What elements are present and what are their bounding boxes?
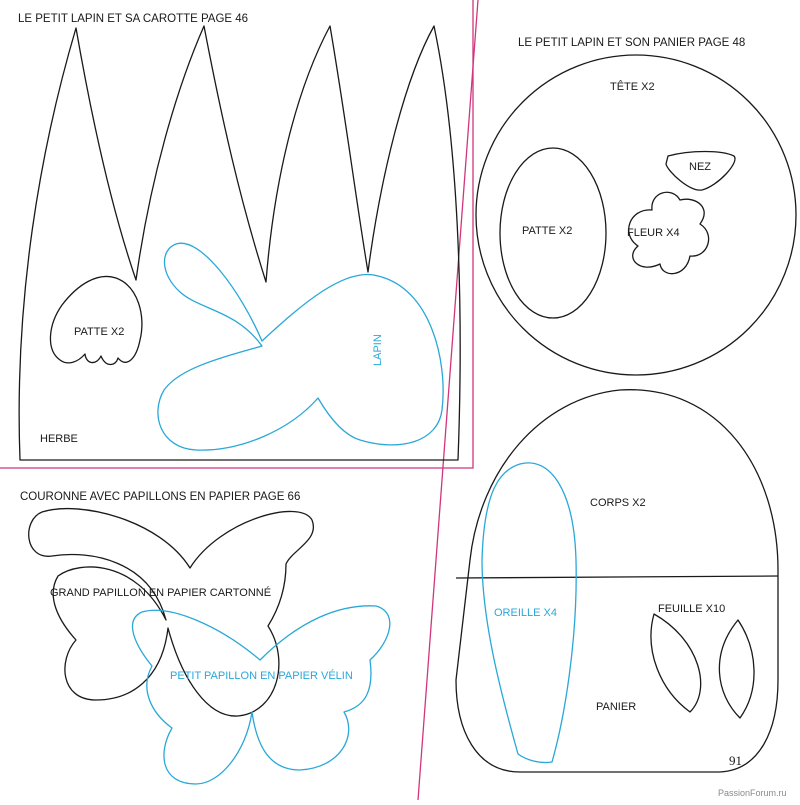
- panier-basket-line: [455, 575, 779, 579]
- title-lapin-panier: LE PETIT LAPIN ET SON PANIER PAGE 48: [518, 37, 745, 49]
- divider-diagonal: [417, 0, 479, 801]
- watermark-text: PassionForum.ru: [718, 788, 787, 798]
- page-number: 91: [729, 753, 742, 768]
- title-couronne-papillons: COURONNE AVEC PAPILLONS EN PAPIER PAGE 6…: [20, 491, 300, 503]
- lapin-bunny-shape: [157, 242, 444, 451]
- fleur-flower-shape: [628, 191, 710, 275]
- label-oreille-x4: OREILLE X4: [494, 607, 557, 619]
- feuille-leaf-left: [650, 613, 702, 713]
- divider-top-left-frame: [0, 0, 474, 469]
- label-petit-papillon: PETIT PAPILLON EN PAPIER VÉLIN: [170, 669, 353, 682]
- label-panier: PANIER: [596, 701, 636, 713]
- title-lapin-carotte: LE PETIT LAPIN ET SA CAROTTE PAGE 46: [18, 13, 248, 25]
- label-nez: NEZ: [689, 161, 711, 173]
- label-patte-x2: PATTE X2: [74, 326, 124, 338]
- grand-papillon-shape: [28, 508, 315, 717]
- feuille-leaf-right: [718, 619, 755, 719]
- corps-body-shape: [455, 389, 779, 773]
- nez-nose-shape: [665, 150, 736, 191]
- label-herbe: HERBE: [40, 433, 78, 445]
- label-feuille-x10: FEUILLE X10: [658, 603, 725, 615]
- label-lapin: LAPIN: [372, 334, 384, 366]
- patte-oval-shape: [499, 147, 607, 319]
- petit-papillon-shape: [131, 605, 391, 785]
- label-corps-x2: CORPS X2: [590, 497, 646, 509]
- label-grand-papillon: GRAND PAPILLON EN PAPIER CARTONNÉ: [50, 586, 271, 599]
- label-fleur-x4: FLEUR X4: [627, 227, 680, 239]
- grass-herbe-shape: [18, 25, 461, 461]
- patte-paw-shape: [49, 275, 143, 366]
- tete-head-circle: [475, 54, 797, 376]
- label-tete-x2: TÊTE X2: [610, 80, 655, 93]
- label-patte-oval-x2: PATTE X2: [522, 225, 572, 237]
- oreille-ear-shape: [481, 462, 577, 764]
